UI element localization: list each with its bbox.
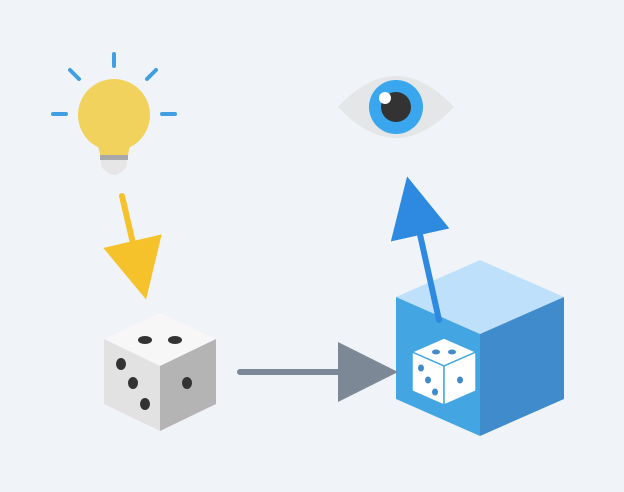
die-pips	[116, 336, 192, 410]
small-die-icon	[410, 337, 478, 407]
bulb-neck	[96, 136, 132, 155]
arrow-bulb-to-die	[103, 193, 162, 300]
blue-cube-with-die-icon	[396, 260, 564, 436]
lightbulb-icon	[51, 52, 177, 175]
bulb-glass	[78, 79, 150, 151]
die-icon	[104, 313, 216, 431]
die-top	[104, 313, 216, 366]
bulb-band	[100, 155, 128, 160]
bulb-rays	[51, 52, 177, 116]
cube-right	[480, 297, 564, 436]
eye-highlight	[379, 92, 391, 104]
arrow-cube-to-eye	[390, 176, 450, 323]
bulb-base	[101, 160, 127, 175]
eye-icon	[338, 76, 454, 138]
